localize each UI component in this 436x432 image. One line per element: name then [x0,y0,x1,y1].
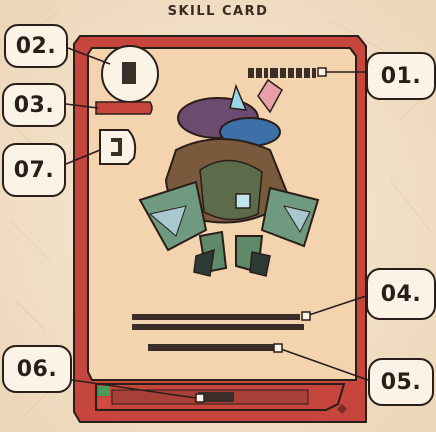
cost-stripe [96,102,152,114]
callout-06: 06. [2,345,72,393]
callout-05: 05. [368,358,434,406]
green-plus-icon [98,386,110,396]
card-type-badge [100,130,135,164]
marker-05 [274,344,282,352]
card-title-placeholder [248,68,316,78]
marker-04 [302,312,310,320]
marker-06 [196,394,204,402]
callout-03: 03. [2,83,66,127]
callout-02: 02. [4,24,68,68]
callout-04: 04. [366,268,436,320]
red-plus-icon [98,398,110,408]
callout-01: 01. [366,52,436,100]
energy-cost-icon [122,62,136,84]
marker-01 [318,68,326,76]
keyword-text-placeholder [148,344,276,351]
callout-07: 07. [2,143,66,197]
